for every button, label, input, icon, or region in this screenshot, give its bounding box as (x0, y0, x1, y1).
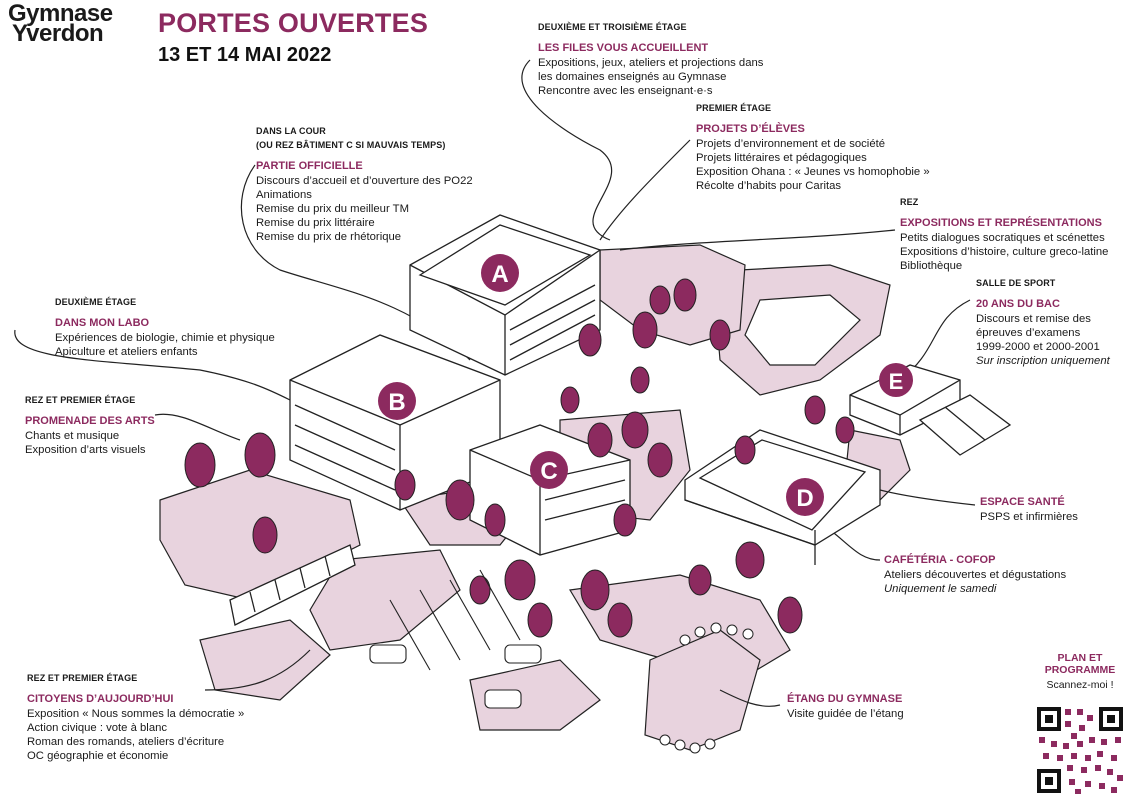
logo-line2: Yverdon (12, 20, 104, 47)
block-sante: ESPACE SANTÉ PSPS et infirmières (980, 495, 1078, 524)
block-files-head: LES FILES VOUS ACCUEILLENT (538, 42, 709, 54)
block-labo-line: Expériences de biologie, chimie et physi… (55, 332, 275, 344)
block-expositions-head: EXPOSITIONS ET REPRÉSENTATIONS (900, 217, 1102, 229)
block-sport-cap: SALLE DE SPORT (976, 278, 1056, 288)
marker-d-label: D (796, 485, 813, 512)
block-cafeteria-italic: Uniquement le samedi (884, 583, 997, 595)
building-b (289, 334, 501, 511)
block-projets-line: Exposition Ohana : « Jeunes vs homophobi… (696, 166, 930, 178)
block-projets-line: Récolte d’habits pour Caritas (696, 180, 842, 192)
block-projets-line: Projets d’environnement et de société (696, 138, 886, 150)
block-citoyens-line: Exposition « Nous sommes la démocratie » (27, 708, 245, 720)
block-citoyens-cap: REZ ET PREMIER ÉTAGE (27, 673, 138, 683)
block-files-cap: DEUXIÈME ET TROISIÈME ÉTAGE (538, 22, 687, 32)
marker-a-label: A (491, 261, 508, 288)
trees (184, 278, 855, 638)
zone-parking-left (309, 549, 461, 651)
block-expositions-line: Expositions d’histoire, culture greco-la… (900, 246, 1109, 258)
logo-line1: Gymnase (8, 0, 113, 27)
block-expositions-cap: REZ (900, 197, 919, 207)
event-dates: 13 ET 14 MAI 2022 (158, 44, 332, 66)
block-officielle: DANS LA COUR (OU REZ BÂTIMENT C SI MAUVA… (256, 124, 473, 244)
block-sport-italic: Sur inscription uniquement (976, 355, 1110, 367)
qr-title-line1: PLAN ET (1057, 652, 1103, 664)
qr-title-line2: PROGRAMME (1044, 664, 1116, 676)
block-expositions: REZ EXPOSITIONS ET REPRÉSENTATIONS Petit… (900, 195, 1108, 273)
block-arts-cap: REZ ET PREMIER ÉTAGE (25, 395, 136, 405)
qr-subtitle: Scannez-moi ! (1046, 679, 1114, 691)
block-sport-head: 20 ANS DU BAC (976, 298, 1060, 310)
block-citoyens-line: OC géographie et économie (27, 750, 169, 762)
marker-d (786, 478, 824, 516)
block-cafeteria-line: Ateliers découvertes et dégustations (884, 569, 1067, 581)
marker-c (530, 451, 568, 489)
marker-c-label: C (540, 458, 557, 485)
block-officielle-line: Discours d’accueil et d’ouverture des PO… (256, 175, 473, 187)
block-files-line: Expositions, jeux, ateliers et projectio… (538, 57, 764, 69)
block-etang-line: Visite guidée de l’étang (787, 708, 904, 720)
block-sport-line: épreuves d’examens (976, 327, 1081, 339)
marker-b (378, 382, 416, 420)
block-cafeteria: CAFÉTÉRIA - COFOP Ateliers découvertes e… (884, 553, 1066, 596)
tennis-court (918, 394, 1012, 456)
zone-track (744, 294, 861, 366)
block-etang-head: ÉTANG DU GYMNASE (787, 693, 903, 705)
block-citoyens-line: Action civique : vote à blanc (27, 722, 168, 734)
block-cafeteria-head: CAFÉTÉRIA - COFOP (884, 554, 996, 566)
block-sport: SALLE DE SPORT 20 ANS DU BAC Discours et… (976, 276, 1110, 368)
qr-section: PLAN ET PROGRAMME Scannez-moi ! (1030, 652, 1130, 691)
block-files-line: les domaines enseignés au Gymnase (538, 71, 727, 83)
block-labo-cap: DEUXIÈME ÉTAGE (55, 297, 137, 307)
parking-cars (369, 569, 542, 709)
block-arts-line: Exposition d’arts visuels (25, 444, 146, 456)
gymnase-logo: Gymnase Yverdon (8, 0, 113, 47)
block-projets-cap: PREMIER ÉTAGE (696, 103, 772, 113)
stairs (229, 544, 356, 626)
block-officielle-head: PARTIE OFFICIELLE (256, 160, 363, 172)
marker-e (879, 363, 913, 397)
block-arts: REZ ET PREMIER ÉTAGE PROMENADE DES ARTS … (25, 393, 155, 457)
block-etang: ÉTANG DU GYMNASE Visite guidée de l’étan… (787, 692, 904, 721)
block-arts-head: PROMENADE DES ARTS (25, 415, 155, 427)
block-officielle-line: Remise du prix du meilleur TM (256, 203, 409, 215)
block-officielle-line: Remise du prix de rhétorique (256, 231, 402, 243)
block-expositions-line: Bibliothèque (900, 260, 963, 272)
block-citoyens: REZ ET PREMIER ÉTAGE CITOYENS D’AUJOURD’… (27, 671, 244, 763)
qr-code-icon[interactable] (1035, 705, 1125, 795)
marker-a (481, 254, 519, 292)
block-projets-line: Projets littéraires et pédagogiques (696, 152, 867, 164)
block-sante-head: ESPACE SANTÉ (980, 496, 1065, 508)
marker-e-label: E (889, 369, 904, 394)
block-labo-head: DANS MON LABO (55, 317, 150, 329)
page-title: PORTES OUVERTES (158, 8, 429, 38)
block-projets-head: PROJETS D’ÉLÈVES (696, 123, 805, 135)
building-markers: A B C D E (378, 254, 913, 516)
block-citoyens-line: Roman des romands, ateliers d’écriture (27, 736, 225, 748)
block-sport-line: Discours et remise des (976, 313, 1091, 325)
zone-parking-bottom (469, 659, 601, 731)
block-labo: DEUXIÈME ÉTAGE DANS MON LABO Expériences… (55, 295, 275, 359)
block-officielle-cap2: (OU REZ BÂTIMENT C SI MAUVAIS TEMPS) (256, 140, 446, 150)
block-officielle-line: Remise du prix littéraire (256, 217, 375, 229)
block-projets: PREMIER ÉTAGE PROJETS D’ÉLÈVES Projets d… (696, 101, 930, 193)
block-officielle-line: Animations (256, 189, 312, 201)
block-sport-line: 1999-2000 et 2000-2001 (976, 341, 1100, 353)
block-expositions-line: Petits dialogues socratiques et scénette… (900, 232, 1105, 244)
block-arts-line: Chants et musique (25, 430, 120, 442)
block-files: DEUXIÈME ET TROISIÈME ÉTAGE LES FILES VO… (538, 20, 763, 98)
block-files-line: Rencontre avec les enseignant·e·s (538, 85, 713, 97)
block-sante-line: PSPS et infirmières (980, 511, 1078, 523)
block-citoyens-head: CITOYENS D’AUJOURD’HUI (27, 693, 174, 705)
marker-b-label: B (388, 389, 405, 416)
block-labo-line: Apiculture et ateliers enfants (55, 346, 198, 358)
zone-meadow-sw (199, 619, 331, 701)
pond-stones (659, 622, 754, 754)
buildings (229, 214, 1012, 626)
block-officielle-cap: DANS LA COUR (256, 126, 326, 136)
